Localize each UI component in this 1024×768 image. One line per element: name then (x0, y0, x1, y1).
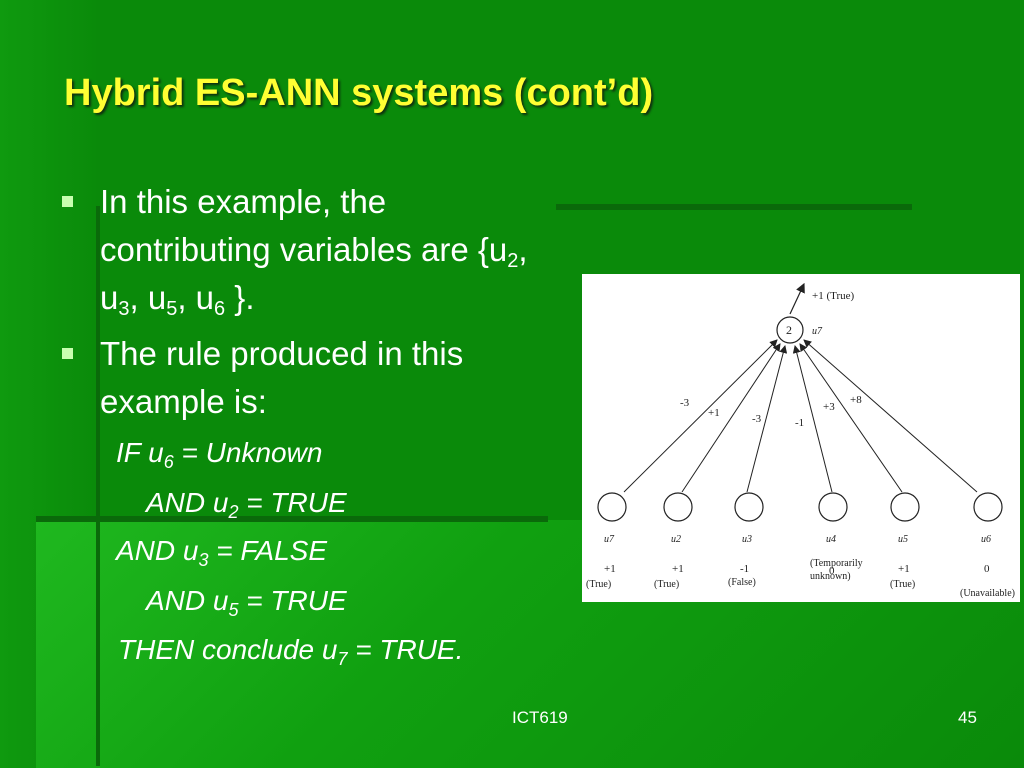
weight-label: -3 (680, 397, 690, 409)
input-name: u7 (604, 534, 615, 545)
connection-u5 (799, 343, 903, 493)
input-node-u4 (818, 492, 848, 522)
input-state: (False) (728, 577, 756, 588)
input-node-u5 (890, 492, 920, 522)
rule-line-and-u3: AND u3 = FALSE (116, 535, 328, 570)
bullet-marker (62, 348, 73, 359)
input-value: 0 (984, 563, 990, 575)
output-node-label: u7 (812, 326, 823, 337)
bullet-marker (62, 196, 73, 207)
rule-line-and-u5: AND u5 = TRUE (146, 585, 347, 620)
input-state: (True) (654, 579, 679, 590)
input-value: 0 (829, 565, 835, 577)
input-value: +1 (672, 563, 684, 575)
rule-line-then: THEN conclude u7 = TRUE. (118, 634, 464, 669)
weight-label: +8 (850, 394, 862, 406)
input-node-u3 (734, 492, 764, 522)
input-state: (True) (890, 579, 915, 590)
input-node-u7 (597, 492, 627, 522)
weight-label: +1 (708, 407, 720, 419)
connection-u3 (746, 345, 788, 493)
input-value: -1 (740, 563, 749, 575)
output-arrow-label: +1 (True) (812, 290, 854, 302)
neural-network-diagram: +1 (True) 2 u7 -3 +1 -3 -1 +3 +8 u7 u2 u… (582, 274, 1020, 602)
input-state-line1: (Temporarily (810, 558, 863, 569)
output-node-value: 2 (786, 323, 792, 337)
weight-label: +3 (823, 401, 835, 413)
output-node (776, 316, 804, 344)
input-name: u4 (826, 534, 836, 545)
weight-label: -3 (752, 413, 762, 425)
input-state: (Unavailable) (960, 588, 1015, 599)
slide-title: Hybrid ES-ANN systems (cont’d) (64, 72, 654, 114)
input-name: u3 (742, 534, 752, 545)
bullet-2-text: The rule produced in this example is: (100, 335, 464, 420)
rule-line-and-u2: AND u2 = TRUE (146, 487, 347, 522)
input-value: +1 (898, 563, 910, 575)
input-name: u6 (981, 534, 991, 545)
output-arrow (789, 282, 805, 315)
input-node-u2 (663, 492, 693, 522)
connection-u4 (792, 345, 833, 493)
connection-u7 (623, 339, 778, 493)
decor-bar-middle (36, 516, 548, 522)
input-state: (True) (586, 579, 611, 590)
input-state-line2: unknown) (810, 571, 851, 582)
footer-page-number: 45 (958, 708, 977, 727)
bullet-1-text: In this example, the contributing variab… (100, 183, 528, 320)
weight-label: -1 (795, 417, 804, 429)
input-name: u2 (671, 534, 681, 545)
decor-bar-vertical (96, 206, 100, 766)
decor-bar-top (556, 204, 912, 210)
input-name: u5 (898, 534, 908, 545)
connection-u2 (681, 343, 781, 493)
input-node-u6 (973, 492, 1003, 522)
rule-line-if: IF u6 = Unknown (116, 437, 323, 472)
input-value: +1 (604, 563, 616, 575)
footer-course: ICT619 (512, 708, 568, 727)
connection-u6 (803, 339, 978, 493)
